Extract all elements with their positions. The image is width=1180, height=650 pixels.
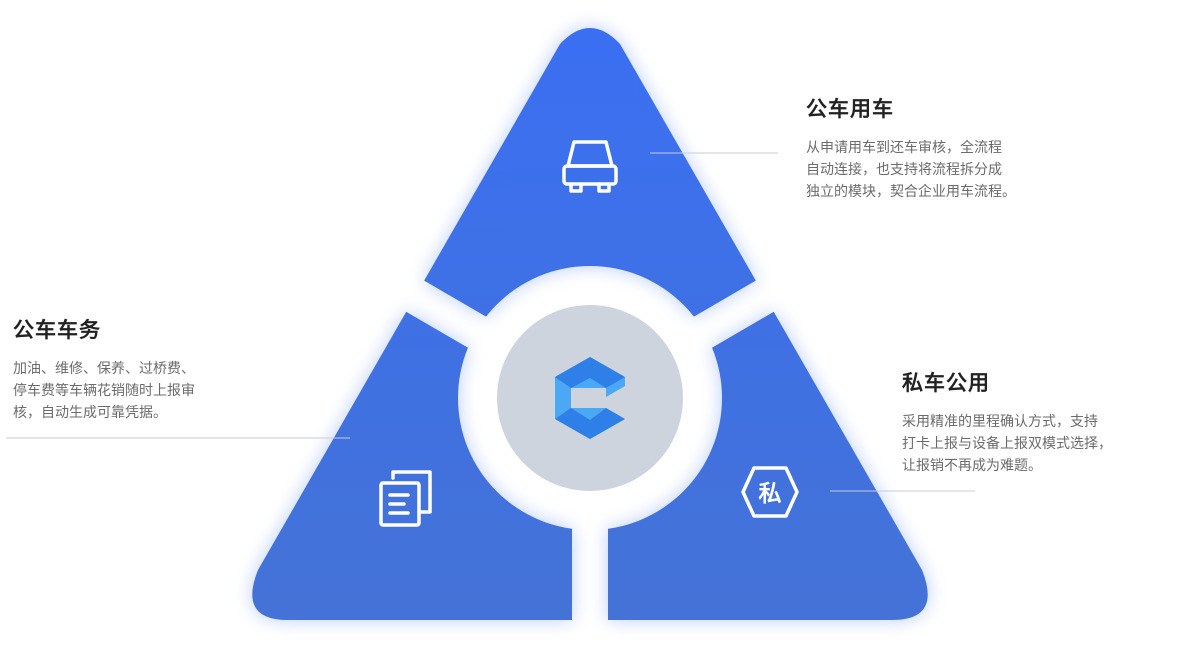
section-private-car-public-use: 私车公用 采用精准的里程确认方式，支持 打卡上报与设备上报双模式选择， 让报销不… (902, 367, 1112, 477)
section-desc-line: 打卡上报与设备上报双模式选择， (902, 436, 1112, 452)
section-desc-line: 加油、维修、保养、过桥费、 (13, 361, 195, 377)
section-public-car-affairs: 公车车务 加油、维修、保养、过桥费、 停车费等车辆花销随时上报审 核，自动生成可… (13, 314, 195, 424)
section-desc-line: 独立的模块，契合企业用车流程。 (806, 184, 1016, 200)
private-icon-char: 私 (759, 481, 782, 507)
private-hexagon-icon: 私 (741, 466, 799, 518)
section-title: 私车公用 (902, 371, 990, 395)
section-desc-line: 自动连接，也支持将流程拆分成 (806, 162, 1002, 178)
section-desc-line: 停车费等车辆花销随时上报审 (13, 383, 195, 399)
documents-icon (379, 470, 432, 527)
section-title: 公车用车 (806, 97, 894, 121)
section-desc-line: 从申请用车到还车审核，全流程 (806, 140, 1002, 156)
brand-logo-icon (555, 357, 625, 439)
section-desc-line: 核，自动生成可靠凭据。 (13, 405, 167, 421)
section-desc-line: 采用精准的里程确认方式，支持 (902, 414, 1098, 430)
section-public-car-usage: 公车用车 从申请用车到还车审核，全流程 自动连接，也支持将流程拆分成 独立的模块… (806, 93, 1016, 203)
section-desc-line: 让报销不再成为难题。 (902, 458, 1042, 474)
section-title: 公车车务 (13, 318, 101, 342)
car-icon (562, 140, 618, 193)
